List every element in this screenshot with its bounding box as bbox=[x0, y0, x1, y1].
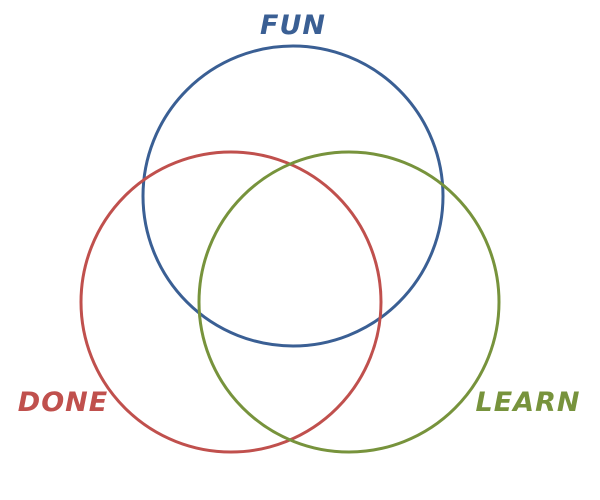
learn-label: LEARN bbox=[476, 387, 581, 418]
fun-circle bbox=[141, 44, 445, 348]
fun-label: FUN bbox=[260, 10, 326, 41]
done-circle bbox=[79, 150, 383, 454]
done-label: DONE bbox=[18, 387, 108, 418]
learn-circle bbox=[197, 150, 501, 454]
